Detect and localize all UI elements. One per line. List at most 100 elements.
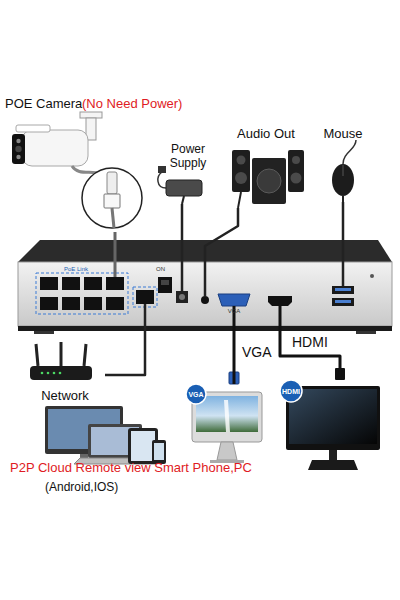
nvr-recorder	[161, 280, 169, 285]
nvr-recorder	[370, 274, 374, 278]
nvr-recorder	[40, 277, 58, 290]
mouse-illustration	[332, 140, 356, 202]
mouse-illustration	[332, 164, 354, 196]
node-text: Network	[25, 388, 105, 403]
nvr-recorder	[268, 296, 292, 306]
nvr-recorder	[332, 286, 354, 294]
node-text: VGA	[218, 307, 250, 315]
speakers	[232, 150, 304, 208]
nvr-recorder	[84, 297, 102, 310]
node-text: P2P Cloud Remote view Smart Phone,PC	[10, 460, 252, 475]
cable-label: VGA	[242, 344, 272, 360]
nvr-node: PoE LinkONVGA	[18, 262, 392, 326]
cable-connector	[105, 326, 145, 375]
vga-monitor-node: VGA	[186, 384, 268, 466]
cable-connector	[205, 208, 238, 262]
port-plugs	[114, 262, 117, 277]
camera-illustration	[16, 155, 20, 159]
hdmi-monitor	[329, 450, 337, 460]
speakers	[291, 173, 302, 184]
speakers	[292, 156, 300, 164]
nvr-recorder	[62, 297, 80, 310]
nvr-recorder	[18, 262, 392, 326]
connector-zoom-circle	[107, 172, 117, 194]
hdmi-monitor	[280, 380, 302, 402]
cable-connector	[233, 326, 236, 384]
port-plugs	[204, 262, 207, 296]
port-plugs	[144, 304, 147, 326]
nvr-recorder	[158, 277, 172, 293]
node-text: HDMI	[280, 387, 302, 396]
network-router	[53, 372, 56, 375]
port-plugs	[115, 262, 343, 326]
hdmi-monitor	[289, 389, 377, 444]
vga-monitor	[186, 384, 206, 404]
nvr-recorder	[136, 290, 154, 304]
cable-connector	[114, 232, 117, 262]
speakers	[232, 150, 250, 192]
remote-devices-node: P2P Cloud Remote view Smart Phone,PC (And…	[5, 404, 305, 494]
camera-node: POE Camera(No Need Power)	[5, 96, 185, 232]
network-router-node: Network	[25, 342, 105, 404]
nvr-recorder	[34, 331, 54, 334]
connector-zoom-circle	[104, 194, 120, 208]
nvr-recorder	[335, 288, 351, 291]
port-plugs	[279, 306, 282, 326]
remote-devices	[80, 454, 88, 458]
cable-connector	[181, 204, 184, 262]
vga-monitor	[217, 442, 237, 460]
vga-monitor	[196, 396, 258, 432]
node-text: ON	[156, 265, 165, 273]
network-router	[30, 366, 92, 380]
port-plugs	[342, 262, 345, 286]
node-text: (No Need Power)	[82, 96, 182, 111]
cable-connector	[280, 326, 340, 380]
camera-illustration	[12, 134, 25, 164]
nvr-recorder	[218, 294, 250, 306]
camera-illustration	[16, 139, 20, 143]
network-router	[41, 372, 44, 375]
node-text: POE Camera	[5, 96, 82, 111]
speakers	[238, 192, 241, 208]
network-router	[59, 372, 62, 375]
power-supply-node: Power Supply	[156, 142, 220, 204]
port-plugs	[181, 262, 184, 291]
remote-devices	[131, 431, 155, 461]
nvr-recorder	[332, 298, 354, 306]
nvr-recorder	[36, 273, 128, 314]
camera-illustration	[22, 130, 88, 166]
speakers	[288, 150, 304, 192]
network-router	[36, 344, 38, 366]
node-text: Audio Out	[228, 126, 304, 141]
nvr-recorder	[106, 297, 124, 310]
nvr-recorder	[335, 300, 351, 303]
network-router	[47, 372, 50, 375]
remote-devices	[154, 443, 164, 460]
camera-illustration	[16, 125, 50, 132]
power-adapter	[158, 172, 166, 188]
speakers	[237, 156, 246, 165]
speakers	[257, 169, 281, 193]
connector-zoom-circle	[112, 208, 114, 228]
vga-monitor	[224, 400, 230, 432]
remote-devices	[45, 406, 166, 464]
speakers	[235, 172, 247, 184]
camera-illustration	[80, 112, 102, 118]
node-text: (Android,IOS)	[45, 480, 118, 494]
power-adapter	[166, 180, 202, 196]
node-text: Mouse	[318, 126, 368, 141]
hdmi-monitor-node: HDMI	[280, 380, 382, 470]
audio-out-node: Audio Out	[228, 126, 304, 208]
nvr-recorder	[356, 331, 376, 334]
power-adapter	[182, 196, 184, 204]
power-adapter	[158, 166, 202, 204]
nvr-recorder	[18, 326, 392, 331]
hdmi-monitor	[308, 460, 358, 470]
mouse-illustration	[342, 196, 344, 202]
hdmi-monitor	[280, 380, 380, 470]
node-text: VGA	[186, 390, 206, 399]
nvr-recorder	[179, 294, 185, 300]
cable-connector	[342, 202, 345, 262]
node-text: Power Supply	[156, 142, 220, 170]
